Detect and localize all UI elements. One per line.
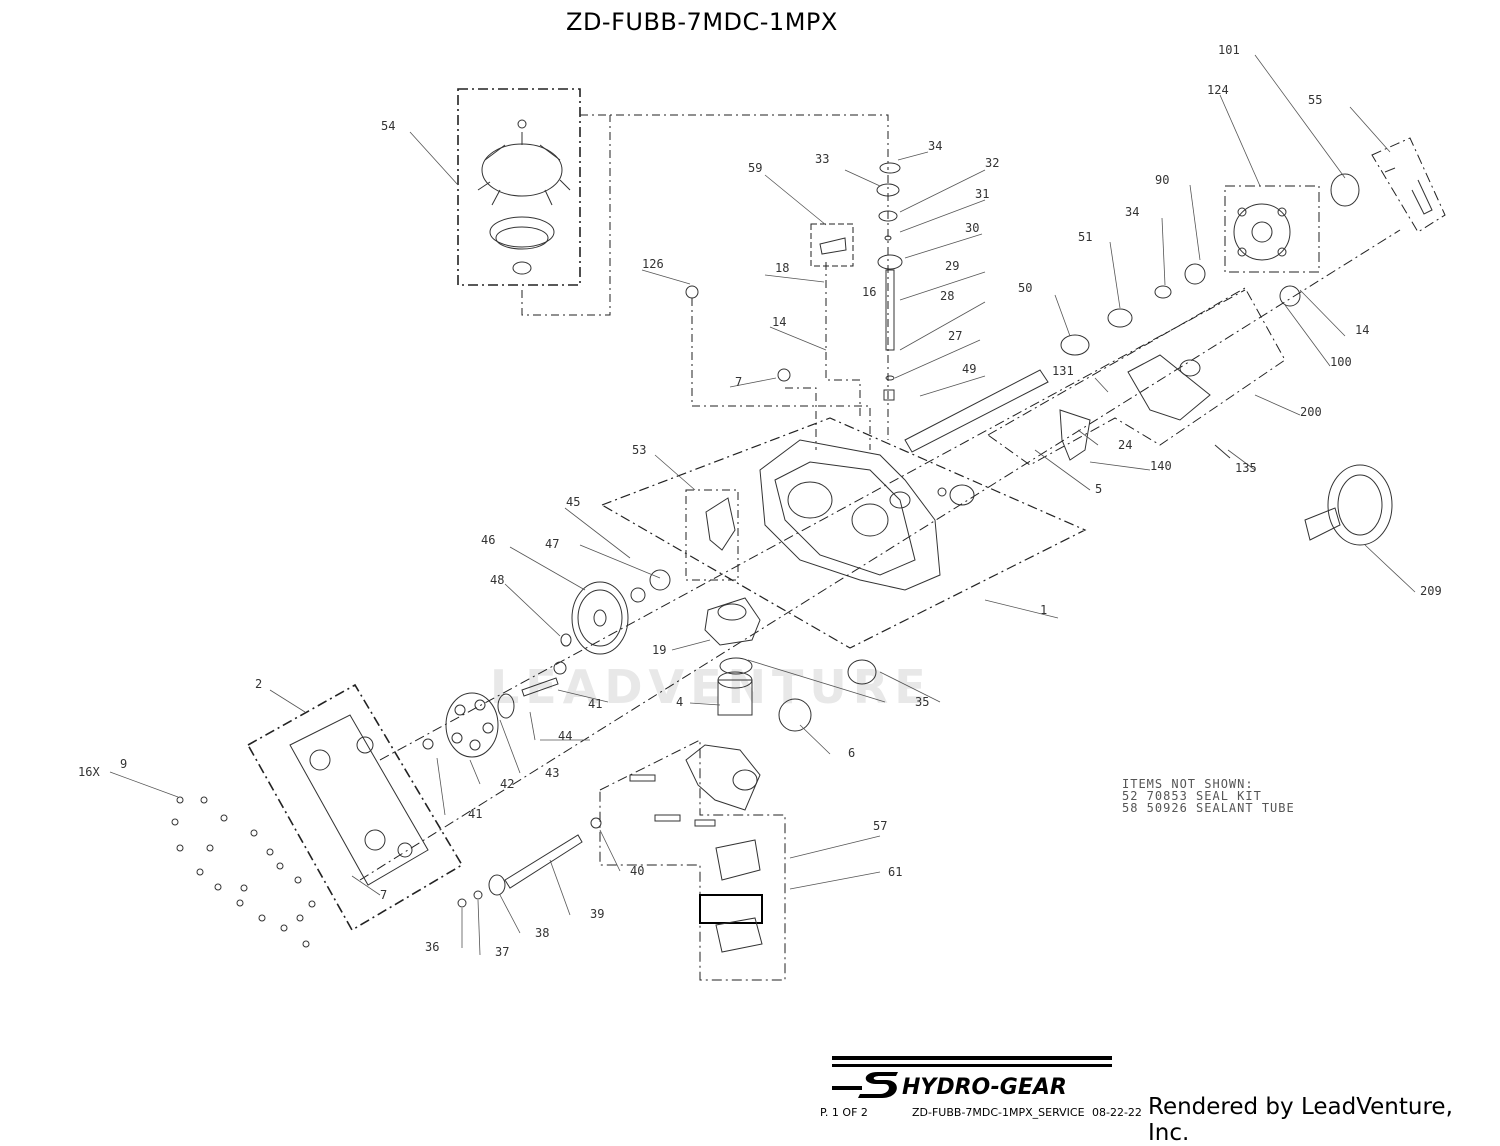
callout-29: 29 bbox=[945, 259, 959, 273]
rendered-by-credit: Rendered by LeadVenture, Inc. bbox=[1148, 1094, 1453, 1146]
callout-124: 124 bbox=[1207, 83, 1229, 97]
callout-16: 16 bbox=[862, 285, 876, 299]
callout-31: 31 bbox=[975, 187, 989, 201]
callout-34: 34 bbox=[928, 139, 942, 153]
callout-41-cover: 41 bbox=[468, 807, 482, 821]
callout-34-hub: 34 bbox=[1125, 205, 1139, 219]
callout-55: 55 bbox=[1308, 93, 1322, 107]
main-housing bbox=[759, 439, 941, 591]
note-line-1: ITEMS NOT SHOWN: bbox=[1122, 777, 1254, 791]
callout-7: 7 bbox=[735, 375, 742, 389]
end-cover bbox=[289, 714, 429, 886]
brake-box bbox=[1371, 137, 1446, 233]
axle-flange bbox=[1304, 464, 1393, 546]
callout-40: 40 bbox=[630, 864, 644, 878]
callout-41: 41 bbox=[588, 697, 602, 711]
valve-kit-box bbox=[599, 739, 786, 981]
housing-outline bbox=[600, 417, 1087, 649]
callout-35: 35 bbox=[915, 695, 929, 709]
brake-assembly-box bbox=[987, 287, 1286, 466]
hub-box bbox=[1224, 185, 1320, 273]
callout-200: 200 bbox=[1300, 405, 1322, 419]
callout-1: 1 bbox=[1040, 603, 1047, 617]
callout-45: 45 bbox=[566, 495, 580, 509]
diagram-title: ZD-FUBB-7MDC-1MPX bbox=[566, 8, 838, 36]
callout-30: 30 bbox=[965, 221, 979, 235]
cylinder-block bbox=[717, 679, 753, 716]
page-number: P. 1 OF 2 bbox=[820, 1106, 868, 1119]
callout-28: 28 bbox=[940, 289, 954, 303]
callout-50: 50 bbox=[1018, 281, 1032, 295]
callout-100: 100 bbox=[1330, 355, 1352, 369]
valve-housing bbox=[685, 744, 761, 811]
callout-43: 43 bbox=[545, 766, 559, 780]
callout-37: 37 bbox=[495, 945, 509, 959]
callout-19: 19 bbox=[652, 643, 666, 657]
hydro-gear-logo: HYDRO-GEAR bbox=[832, 1056, 1112, 1100]
gear-42 bbox=[445, 692, 499, 758]
watermark: LEADVENTURE bbox=[490, 660, 932, 714]
bracket-box bbox=[810, 223, 854, 267]
end-cover-box bbox=[246, 683, 464, 932]
callout-47: 47 bbox=[545, 537, 559, 551]
callout-209: 209 bbox=[1420, 584, 1442, 598]
large-gear-46 bbox=[571, 581, 629, 655]
callout-42: 42 bbox=[500, 777, 514, 791]
callout-39: 39 bbox=[590, 907, 604, 921]
callout-38: 38 bbox=[535, 926, 549, 940]
callout-6: 6 bbox=[848, 746, 855, 760]
callout-131: 131 bbox=[1052, 364, 1074, 378]
callout-140: 140 bbox=[1150, 459, 1172, 473]
callout-90: 90 bbox=[1155, 173, 1169, 187]
note-line-3: 58 50926 SEALANT TUBE bbox=[1122, 801, 1295, 815]
cooling-fan bbox=[477, 119, 571, 275]
callout-36: 36 bbox=[425, 940, 439, 954]
callout-14: 14 bbox=[772, 315, 786, 329]
document-id: ZD-FUBB-7MDC-1MPX_SERVICE bbox=[912, 1106, 1085, 1119]
callout-54: 54 bbox=[381, 119, 395, 133]
document-date: 08-22-22 bbox=[1092, 1106, 1142, 1119]
callout-49: 49 bbox=[962, 362, 976, 376]
callout-14-axle: 14 bbox=[1355, 323, 1369, 337]
callout-51: 51 bbox=[1078, 230, 1092, 244]
callout-61: 61 bbox=[888, 865, 902, 879]
callout-16x: 16X bbox=[78, 765, 100, 779]
callout-101: 101 bbox=[1218, 43, 1240, 57]
center-section bbox=[704, 597, 761, 646]
callout-135: 135 bbox=[1235, 461, 1257, 475]
note-line-2: 52 70853 SEAL KIT bbox=[1122, 789, 1262, 803]
pump-shaft-parts bbox=[876, 162, 903, 401]
callout-53: 53 bbox=[632, 443, 646, 457]
callout-2: 2 bbox=[255, 677, 262, 691]
callout-4: 4 bbox=[676, 695, 683, 709]
bracket-53-box bbox=[685, 489, 739, 581]
logo-text: HYDRO-GEAR bbox=[902, 1075, 1067, 1100]
callout-44: 44 bbox=[558, 729, 572, 743]
callout-32: 32 bbox=[985, 156, 999, 170]
bolts-group bbox=[171, 796, 316, 948]
callout-57: 57 bbox=[873, 819, 887, 833]
callout-18: 18 bbox=[775, 261, 789, 275]
callout-7-cover: 7 bbox=[380, 888, 387, 902]
bearing-101 bbox=[1330, 173, 1360, 207]
callout-59: 59 bbox=[748, 161, 762, 175]
callout-27: 27 bbox=[948, 329, 962, 343]
callout-33: 33 bbox=[815, 152, 829, 166]
wheel-hub bbox=[1233, 203, 1291, 261]
fan-assembly-box bbox=[457, 88, 581, 286]
callout-9: 9 bbox=[120, 757, 127, 771]
callout-24: 24 bbox=[1118, 438, 1132, 452]
callout-48: 48 bbox=[490, 573, 504, 587]
callout-5: 5 bbox=[1095, 482, 1102, 496]
callout-126: 126 bbox=[642, 257, 664, 271]
callout-46: 46 bbox=[481, 533, 495, 547]
